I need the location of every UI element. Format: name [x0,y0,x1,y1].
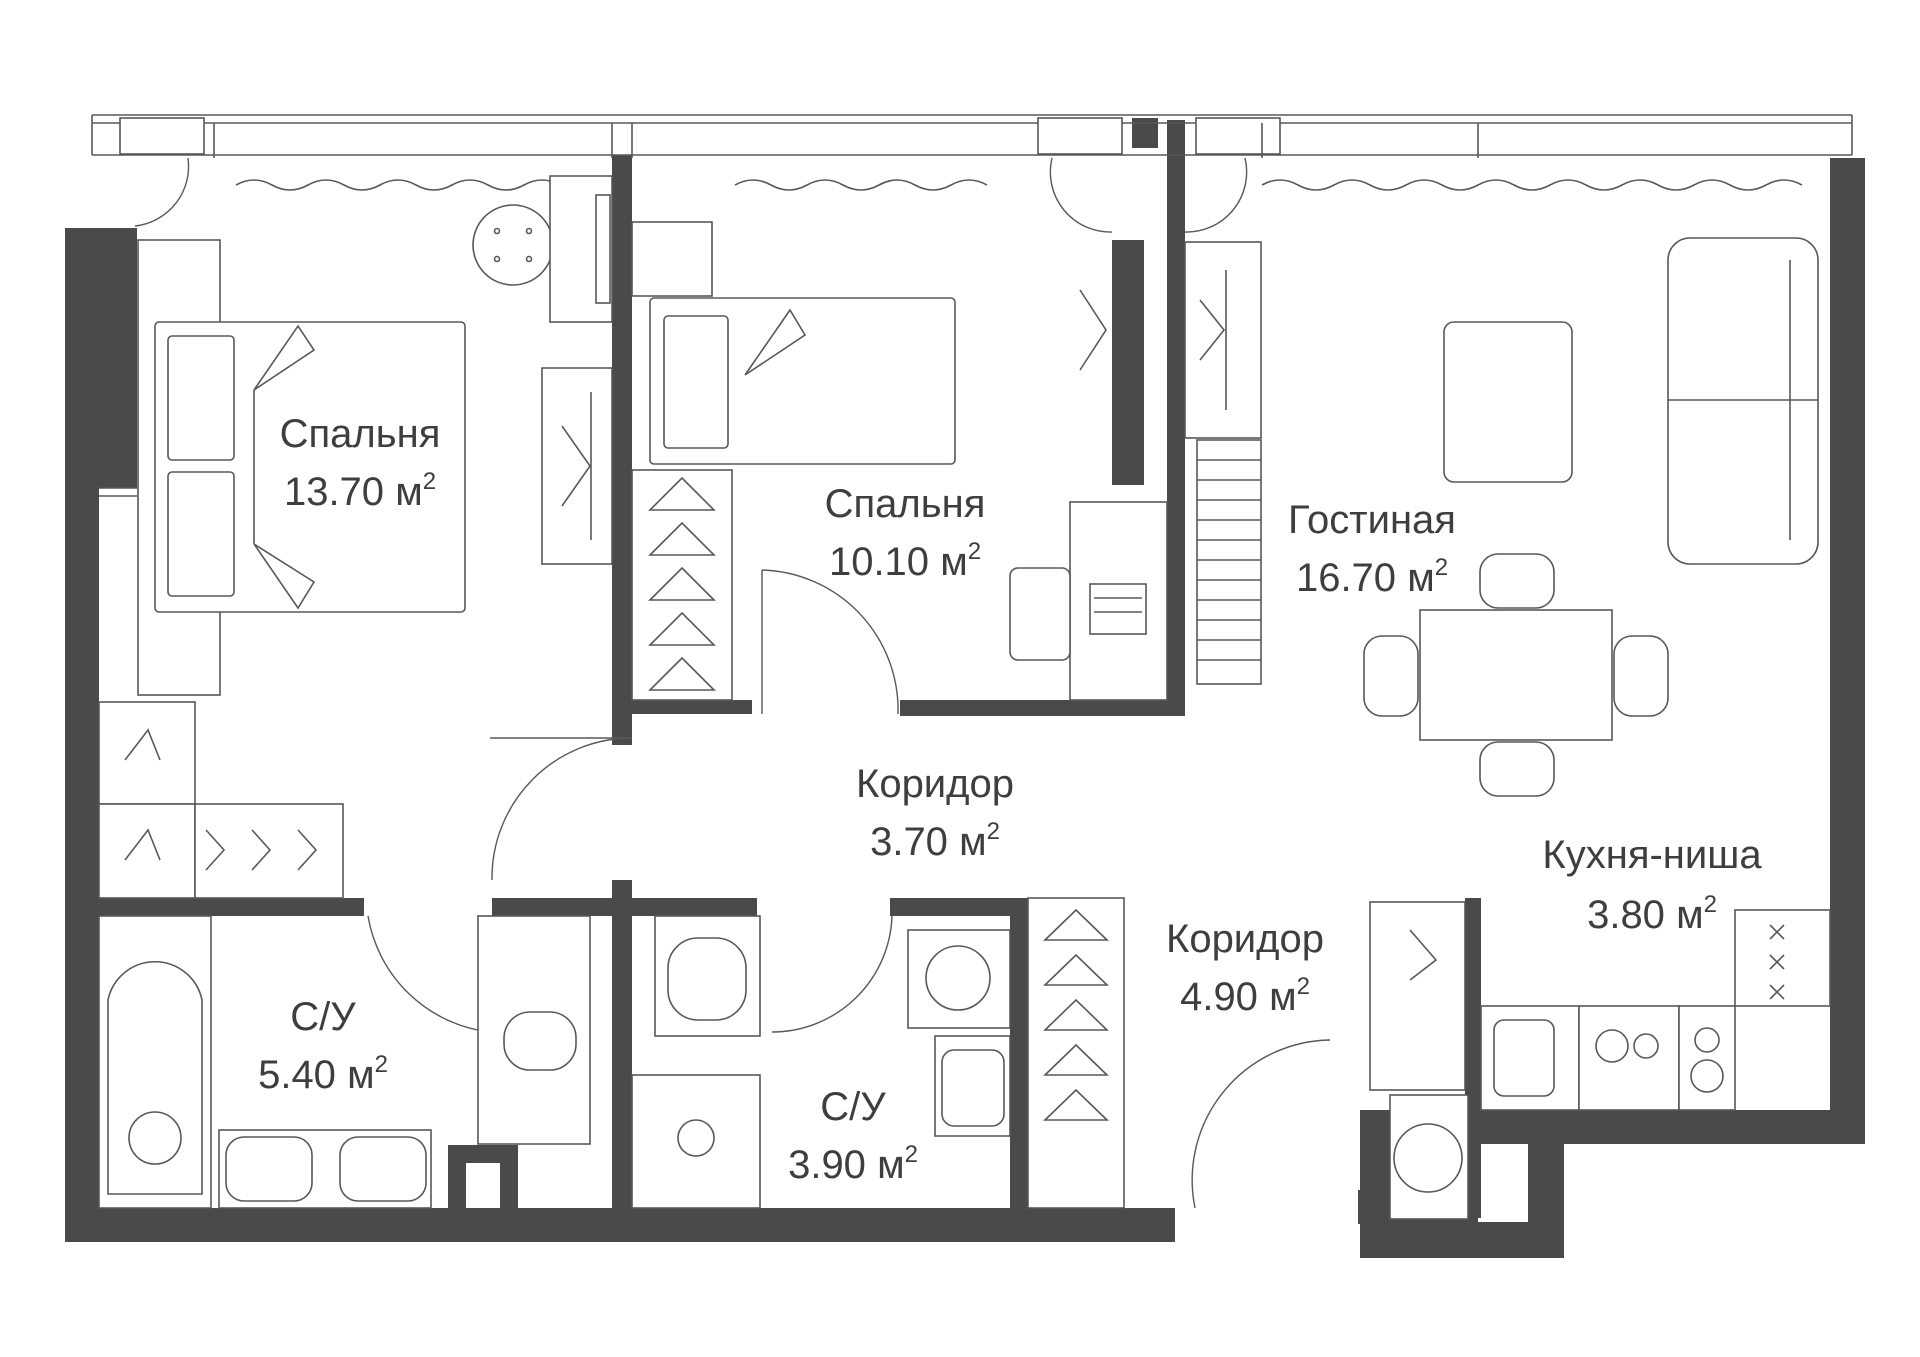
room-label-corridor-2-area: 4.90 м2 [1180,973,1310,1019]
room-label-bedroom-1-area: 13.70 м2 [284,468,436,514]
kitchen-fixtures [1369,901,1831,1220]
bedroom-2-furniture [631,221,1262,701]
windows [91,114,1853,158]
room-label-bathroom-2-area: 3.90 м2 [788,1141,918,1187]
room-label-bedroom-2-area: 10.10 м2 [829,538,981,584]
bathroom-1-fixtures [98,915,591,1209]
room-label-corridor-1-name: Коридор [856,762,1014,806]
room-label-living-name: Гостиная [1288,498,1456,542]
living-furniture [1363,237,1819,797]
room-label-bathroom-1-area: 5.40 м2 [258,1051,388,1097]
bedroom-1-furniture [98,175,613,899]
room-labels: Спальня 13.70 м2 Спальня 10.10 м2 Гостин… [258,412,1762,1187]
room-label-corridor-2-name: Коридор [1166,917,1324,961]
bathroom-2-fixtures [631,897,1125,1209]
room-label-corridor-1-area: 3.70 м2 [870,818,1000,864]
curtains [235,179,1803,191]
room-label-living-area: 16.70 м2 [1296,554,1448,600]
room-label-bathroom-1-name: С/У [290,995,356,1039]
room-label-bedroom-1-name: Спальня [280,412,441,456]
room-label-kitchen-name: Кухня-ниша [1542,833,1762,877]
room-label-kitchen-area: 3.80 м2 [1587,891,1717,937]
doors [134,157,1331,1209]
room-label-bedroom-2-name: Спальня [825,482,986,526]
room-label-bathroom-2-name: С/У [820,1085,886,1129]
walls [65,118,1865,1258]
